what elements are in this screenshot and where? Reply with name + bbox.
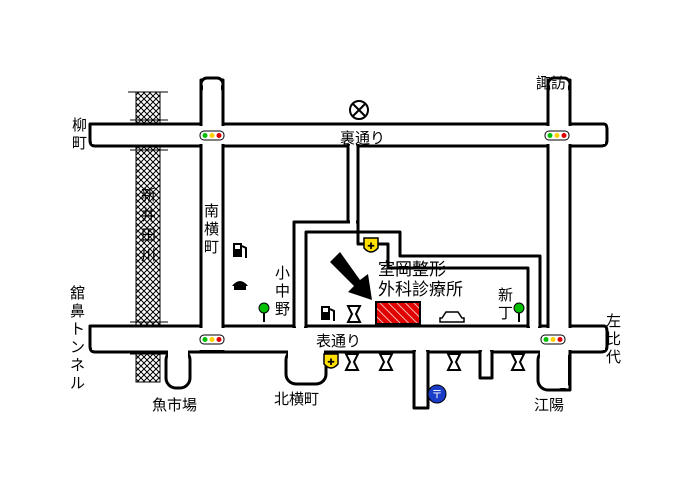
clinic-building xyxy=(375,301,421,325)
label-yanagimachi-1: 柳 xyxy=(72,116,87,134)
label-omote-dori: 表通り xyxy=(316,332,361,350)
tree-icon xyxy=(258,302,270,322)
clinic-name-line2: 外科診療所 xyxy=(378,280,463,300)
label-tunnel-5: ネ xyxy=(70,356,85,374)
label-koyo: 江陽 xyxy=(534,396,564,414)
label-hidari-hinai-2: 比 xyxy=(606,330,621,348)
svg-text:〒: 〒 xyxy=(432,388,443,401)
badge-icon: ✚ xyxy=(323,353,339,369)
traffic-light-icon xyxy=(540,334,566,345)
label-kita-yokomachi: 北横町 xyxy=(274,390,319,408)
label-ura-dori: 裏通り xyxy=(340,129,385,147)
gas-station-icon xyxy=(233,243,247,258)
post-office-icon: 〒 xyxy=(427,384,447,404)
label-shinden-2: 丁 xyxy=(498,304,513,322)
label-tunnel-2: 鼻 xyxy=(70,302,85,320)
label-minami-yokomachi-3: 町 xyxy=(204,238,219,256)
arrow-icon xyxy=(330,252,372,300)
label-shinidagawa-2: 井 xyxy=(141,206,156,224)
label-uoichiba: 魚市場 xyxy=(152,396,197,414)
svg-text:✚: ✚ xyxy=(327,358,335,368)
label-yanagimachi-2: 町 xyxy=(72,134,87,152)
label-konakano-1: 小 xyxy=(275,264,290,282)
traffic-light-icon xyxy=(199,334,225,345)
label-shinidagawa-4: 川 xyxy=(141,246,156,264)
label-shinden-1: 新 xyxy=(498,286,513,304)
shop-icon xyxy=(344,305,526,371)
label-konakano-2: 中 xyxy=(275,282,290,300)
traffic-light-icon xyxy=(544,130,570,141)
label-shinidagawa-3: 田 xyxy=(141,226,156,244)
label-hidari-hinai-1: 左 xyxy=(606,312,621,330)
label-tunnel-4: ン xyxy=(70,338,85,356)
label-shinidagawa-1: 新 xyxy=(141,186,156,204)
svg-text:✚: ✚ xyxy=(367,242,375,252)
tree-icon xyxy=(513,302,525,322)
label-tunnel-3: ト xyxy=(70,320,85,338)
clinic-name-line1: 室岡整形 xyxy=(378,260,446,280)
badge-icon: ✚ xyxy=(363,237,379,253)
traffic-light-icon xyxy=(199,130,225,141)
car-icon xyxy=(439,311,465,323)
label-minami-yokomachi-2: 横 xyxy=(204,220,219,238)
label-tunnel-1: 舘 xyxy=(70,284,85,302)
label-suwa: 諏訪 xyxy=(536,74,566,92)
temple-icon xyxy=(232,281,248,290)
label-konakano-3: 野 xyxy=(275,300,290,318)
label-tunnel-6: ル xyxy=(70,374,85,392)
label-minami-yokomachi-1: 南 xyxy=(204,202,219,220)
gas-station-icon xyxy=(321,306,335,321)
label-hidari-hinai-3: 代 xyxy=(606,348,621,366)
police-box-icon xyxy=(349,100,369,120)
